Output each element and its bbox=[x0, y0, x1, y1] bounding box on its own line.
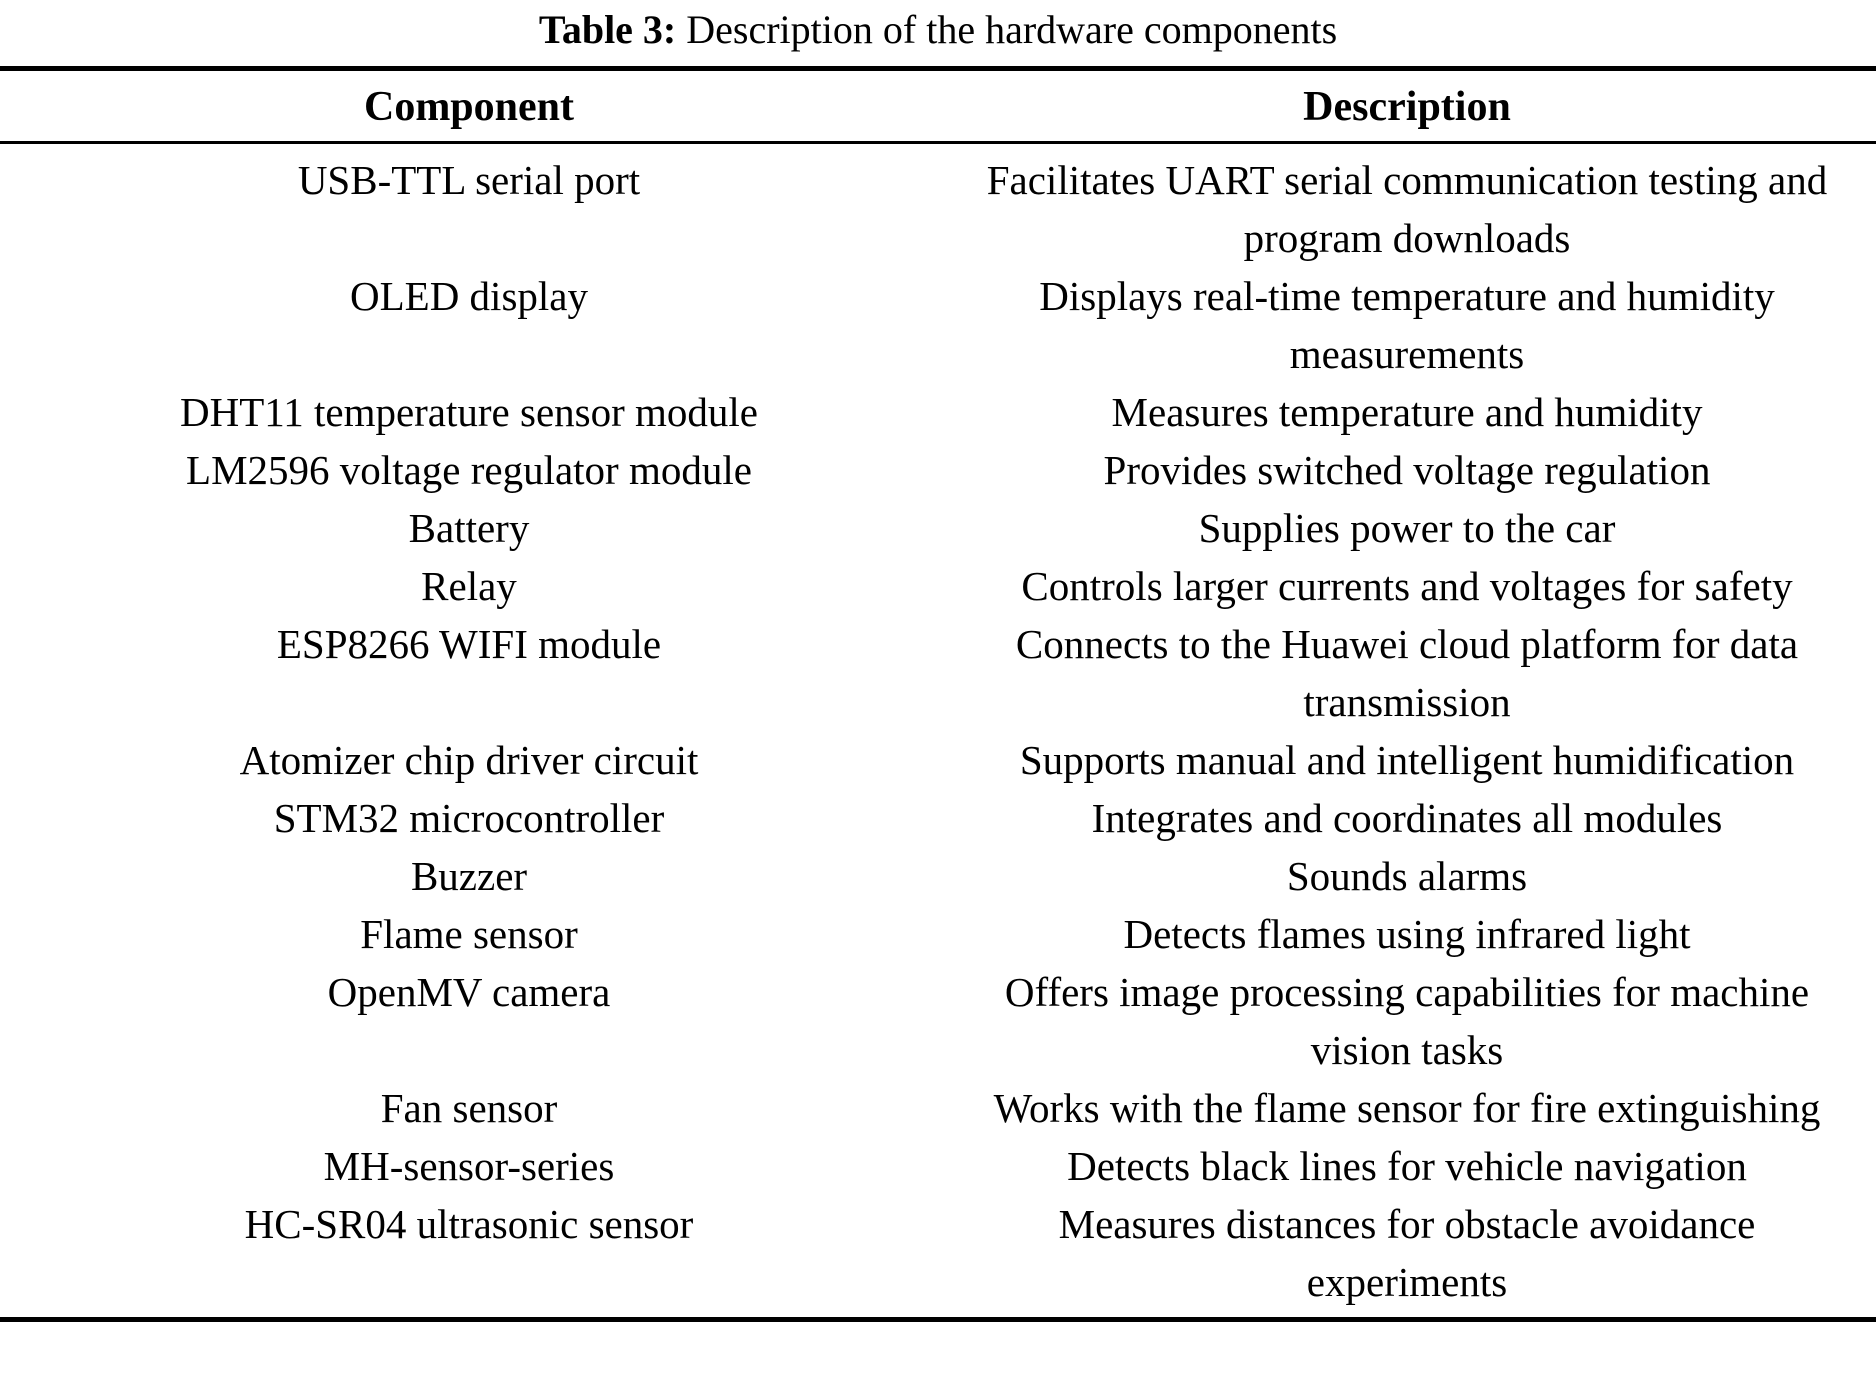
description-cell: Connects to the Huawei cloud platform fo… bbox=[1015, 621, 1799, 725]
description-cell: Offers image processing capabilities for… bbox=[1004, 969, 1810, 1073]
table-caption-text: Description of the hardware components bbox=[676, 7, 1338, 52]
table-row: LM2596 voltage regulator module Provides… bbox=[0, 441, 1876, 499]
table-row: MH-sensor-series Detects black lines for… bbox=[0, 1137, 1876, 1195]
description-cell: Controls larger currents and voltages fo… bbox=[1021, 563, 1793, 609]
component-cell: STM32 microcontroller bbox=[273, 795, 665, 841]
description-cell: Detects flames using infrared light bbox=[1123, 911, 1691, 957]
table-header-row: Component Description bbox=[0, 71, 1876, 141]
component-cell: Atomizer chip driver circuit bbox=[239, 737, 699, 783]
column-header-component: Component bbox=[363, 84, 575, 130]
description-cell: Supports manual and intelligent humidifi… bbox=[1019, 737, 1795, 783]
table-row: USB-TTL serial port Facilitates UART ser… bbox=[0, 151, 1876, 267]
table-row: Atomizer chip driver circuit Supports ma… bbox=[0, 731, 1876, 789]
table-caption-label: Table 3: bbox=[538, 7, 677, 52]
description-cell: Works with the flame sensor for fire ext… bbox=[993, 1085, 1821, 1131]
table-top-rule bbox=[0, 66, 1876, 71]
component-cell: HC-SR04 ultrasonic sensor bbox=[244, 1201, 694, 1247]
table-row: STM32 microcontroller Integrates and coo… bbox=[0, 789, 1876, 847]
component-cell: Fan sensor bbox=[380, 1085, 558, 1131]
description-cell: Displays real-time temperature and humid… bbox=[1039, 273, 1775, 377]
table-row: DHT11 temperature sensor module Measures… bbox=[0, 383, 1876, 441]
table-row: ESP8266 WIFI module Connects to the Huaw… bbox=[0, 615, 1876, 731]
component-cell: OLED display bbox=[350, 273, 588, 319]
table-header-separator-rule bbox=[0, 141, 1876, 144]
description-cell: Supplies power to the car bbox=[1198, 505, 1616, 551]
description-cell: Sounds alarms bbox=[1286, 853, 1528, 899]
table-body: USB-TTL serial port Facilitates UART ser… bbox=[0, 144, 1876, 1317]
component-cell: Relay bbox=[421, 563, 517, 609]
description-cell: Detects black lines for vehicle navigati… bbox=[1067, 1143, 1747, 1189]
table-row: OpenMV camera Offers image processing ca… bbox=[0, 963, 1876, 1079]
component-cell: Battery bbox=[408, 505, 530, 551]
column-header-description: Description bbox=[1303, 84, 1511, 130]
component-cell: MH-sensor-series bbox=[323, 1143, 615, 1189]
table-row: Battery Supplies power to the car bbox=[0, 499, 1876, 557]
component-cell: OpenMV camera bbox=[327, 969, 611, 1015]
table-row: Fan sensor Works with the flame sensor f… bbox=[0, 1079, 1876, 1137]
component-cell: Buzzer bbox=[410, 853, 528, 899]
component-cell: DHT11 temperature sensor module bbox=[179, 389, 758, 435]
table-row: OLED display Displays real-time temperat… bbox=[0, 267, 1876, 383]
table-row: Relay Controls larger currents and volta… bbox=[0, 557, 1876, 615]
description-cell: Measures temperature and humidity bbox=[1111, 389, 1703, 435]
table-row: Buzzer Sounds alarms bbox=[0, 847, 1876, 905]
component-cell: LM2596 voltage regulator module bbox=[186, 447, 752, 493]
component-cell: Flame sensor bbox=[360, 911, 578, 957]
description-cell: Integrates and coordinates all modules bbox=[1091, 795, 1723, 841]
description-cell: Facilitates UART serial communication te… bbox=[986, 157, 1828, 261]
component-cell: USB-TTL serial port bbox=[297, 157, 641, 203]
table-caption: Table 3: Description of the hardware com… bbox=[0, 0, 1876, 66]
description-cell: Measures distances for obstacle avoidanc… bbox=[1058, 1201, 1756, 1305]
component-cell: ESP8266 WIFI module bbox=[276, 621, 662, 667]
table-row: Flame sensor Detects flames using infrar… bbox=[0, 905, 1876, 963]
description-cell: Provides switched voltage regulation bbox=[1103, 447, 1711, 493]
table-row: HC-SR04 ultrasonic sensor Measures dista… bbox=[0, 1195, 1876, 1311]
table-bottom-rule bbox=[0, 1317, 1876, 1322]
